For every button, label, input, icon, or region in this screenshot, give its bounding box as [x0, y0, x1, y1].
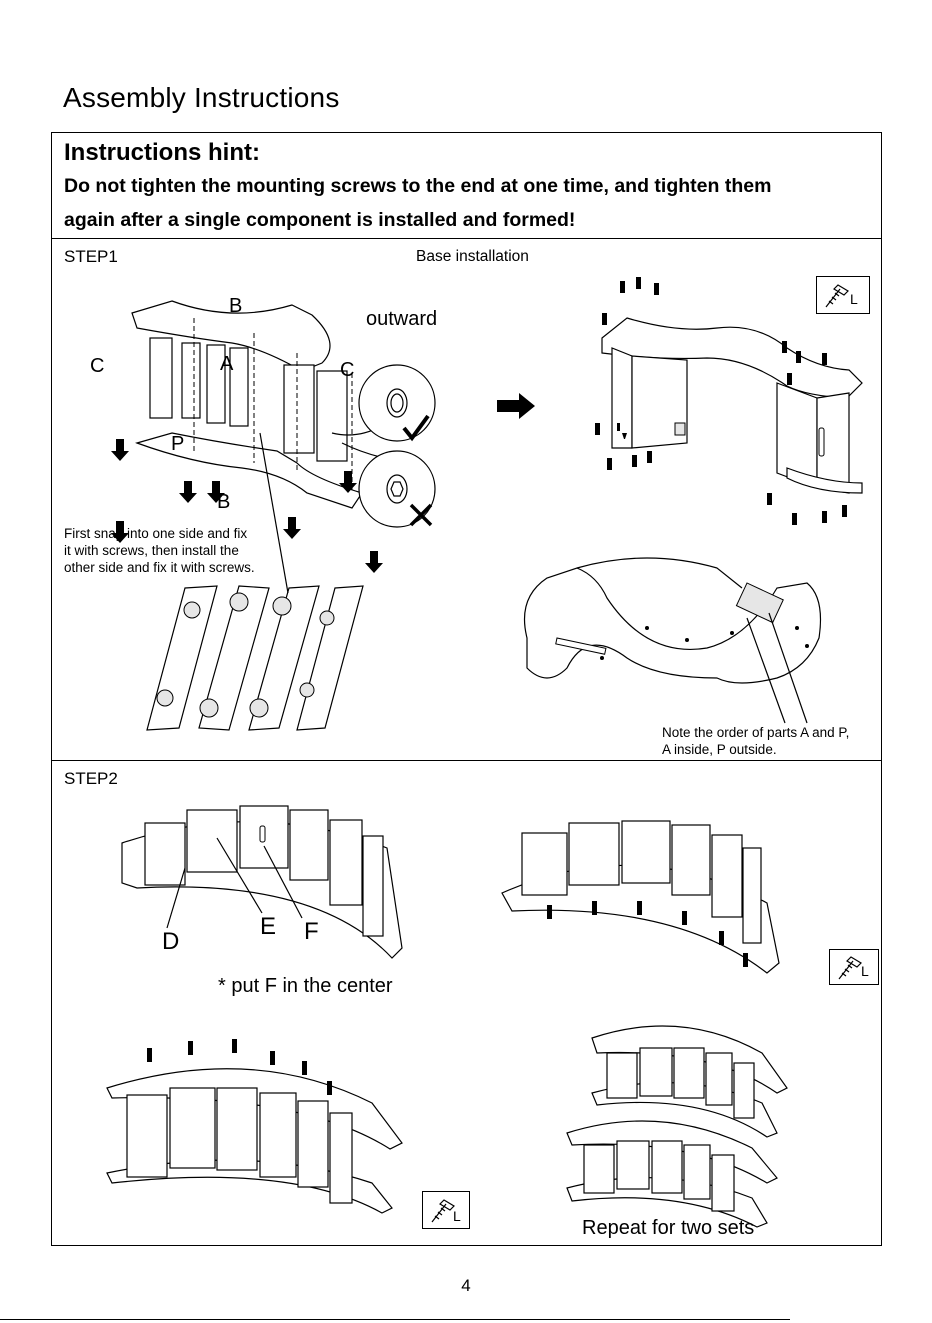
screw-size-label: L [453, 1208, 461, 1224]
section-divider [52, 238, 881, 239]
instruction-line-1: First snap into one side and fix [64, 525, 255, 542]
center-note: * put F in the center [218, 975, 393, 998]
pointer-line [252, 433, 292, 603]
step1-caption: Base installation [416, 248, 529, 266]
page-title: Assembly Instructions [63, 82, 340, 114]
part-label-c-left: C [90, 355, 104, 378]
hint-line-2: again after a single component is instal… [64, 209, 575, 232]
cross-mark-icon [409, 503, 435, 529]
hint-title: Instructions hint: [64, 139, 260, 167]
step1-note: Note the order of parts A and P, A insid… [662, 724, 849, 758]
screw-badge-step2-bottom: L [422, 1191, 470, 1229]
step1-instructions: First snap into one side and fix it with… [64, 525, 255, 576]
note-line-2: A inside, P outside. [662, 741, 849, 758]
hint-line-1: Do not tighten the mounting screws to th… [64, 175, 771, 198]
screw-icon [822, 281, 852, 311]
right-arrow-icon [497, 393, 537, 419]
direction-label: outward [366, 308, 437, 331]
arc-screws-diagram [497, 793, 797, 973]
part-label-b-top: B [229, 295, 242, 318]
section-divider [52, 760, 881, 761]
two-sets-diagram [562, 1013, 802, 1228]
check-mark-icon [402, 416, 432, 446]
part-label-c-right: C [340, 359, 354, 382]
screw-size-label: L [861, 963, 869, 979]
rocker-diagram [507, 528, 837, 738]
part-label-d: D [162, 928, 179, 956]
part-label-p: P [171, 433, 184, 456]
part-label-e: E [260, 913, 276, 941]
screw-badge-step1: L [816, 276, 870, 314]
arc-topboard-diagram [102, 1033, 392, 1213]
step1-label: STEP1 [64, 247, 118, 267]
page-number: 4 [0, 1276, 932, 1296]
screw-badge-step2-top: L [829, 949, 879, 985]
repeat-note: Repeat for two sets [582, 1217, 754, 1240]
footer-line [0, 1319, 790, 1320]
hole-detail-diagram [357, 363, 447, 563]
step2-label: STEP2 [64, 769, 118, 789]
part-label-a: A [220, 353, 233, 376]
instructions-frame: Instructions hint: Do not tighten the mo… [51, 132, 882, 1246]
part-label-b-bottom: B [217, 491, 230, 514]
note-line-1: Note the order of parts A and P, [662, 724, 849, 741]
screw-size-label: L [850, 291, 858, 307]
instruction-line-3: other side and fix it with screws. [64, 559, 255, 576]
part-label-f: F [304, 918, 319, 946]
instruction-line-2: it with screws, then install the [64, 542, 255, 559]
